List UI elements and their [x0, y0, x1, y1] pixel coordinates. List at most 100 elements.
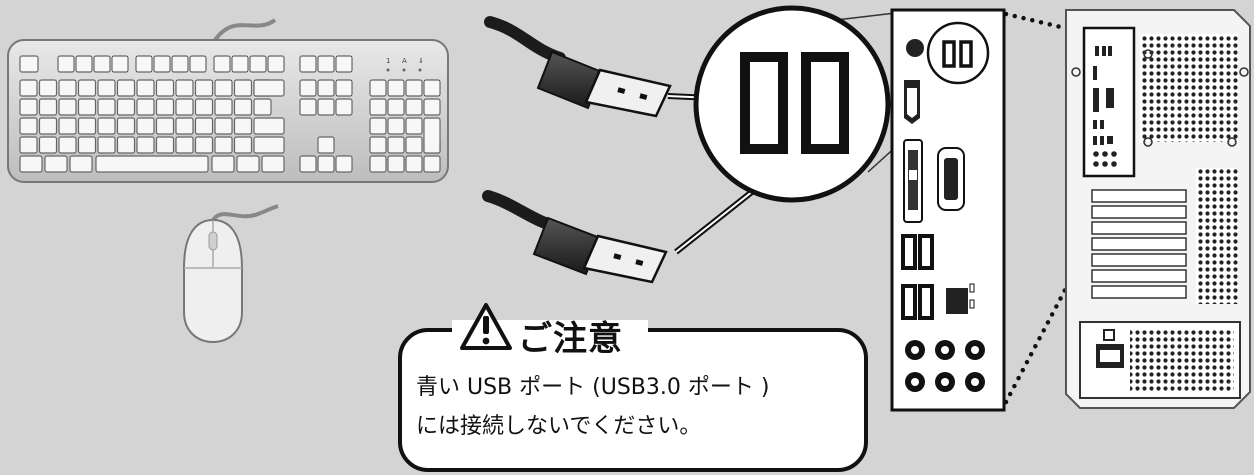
key	[155, 79, 175, 97]
keyboard-cable	[213, 18, 277, 42]
keyboard-keys	[19, 55, 441, 173]
key	[261, 155, 285, 173]
key	[405, 136, 423, 154]
key	[387, 79, 405, 97]
key	[299, 98, 317, 116]
key	[317, 136, 335, 154]
key	[153, 55, 171, 73]
key	[387, 98, 405, 116]
key	[44, 155, 68, 173]
key	[231, 55, 249, 73]
key	[171, 55, 189, 73]
keyboard-indicators: 1 A ⇓	[386, 57, 424, 72]
key	[236, 155, 260, 173]
notice-box	[398, 303, 868, 472]
mouse	[183, 204, 279, 344]
key	[423, 98, 441, 116]
key	[38, 136, 58, 154]
key	[19, 79, 38, 97]
key	[335, 98, 353, 116]
key	[405, 79, 423, 97]
key	[136, 98, 155, 116]
audio-ports	[905, 340, 985, 392]
key	[111, 55, 129, 73]
key	[405, 98, 423, 116]
key	[211, 155, 235, 173]
key	[19, 55, 39, 73]
key	[135, 55, 153, 73]
key	[58, 117, 77, 135]
key	[233, 79, 253, 97]
usb-plug-icon	[536, 50, 604, 110]
key	[214, 98, 233, 116]
usb-cable-top	[484, 16, 672, 118]
key	[253, 98, 272, 116]
key	[77, 117, 97, 135]
key	[116, 136, 136, 154]
key	[387, 136, 405, 154]
key	[38, 79, 58, 97]
key	[423, 155, 441, 173]
key	[19, 136, 38, 154]
warning-icon	[460, 303, 512, 350]
power-supply	[1079, 321, 1241, 399]
key	[299, 79, 317, 97]
key	[233, 136, 253, 154]
expansion-slots	[1091, 189, 1187, 299]
key	[58, 136, 77, 154]
key	[335, 79, 353, 97]
key	[335, 55, 353, 73]
key	[233, 117, 253, 135]
key	[97, 136, 116, 154]
key	[38, 117, 58, 135]
indicator-a: A	[402, 57, 407, 65]
notice-body: 青い USB ポート (USB3.0 ポート ) には接続しないでください。	[416, 368, 856, 446]
pc-tower-icon	[1065, 9, 1251, 409]
keyboard: 1 A ⇓	[7, 18, 449, 183]
key	[387, 155, 405, 173]
zoomed-usb-ports	[693, 5, 891, 203]
key	[19, 98, 38, 116]
key	[58, 79, 77, 97]
key	[189, 55, 207, 73]
key	[369, 79, 387, 97]
key	[77, 98, 97, 116]
notice-line-2: には接続しないでください。	[416, 414, 702, 439]
key	[267, 55, 285, 73]
key	[194, 117, 214, 135]
key	[95, 155, 209, 173]
key	[369, 155, 387, 173]
key	[155, 117, 175, 135]
key	[233, 98, 253, 116]
key	[136, 79, 155, 97]
ps2-port	[906, 39, 924, 57]
indicator-scroll: ⇓	[418, 57, 424, 65]
key	[97, 79, 116, 97]
key	[253, 136, 285, 154]
key	[175, 79, 194, 97]
key	[317, 55, 335, 73]
key	[77, 136, 97, 154]
usb-cable-bottom	[482, 190, 668, 284]
key	[77, 79, 97, 97]
lan-port	[946, 288, 968, 314]
key	[75, 55, 93, 73]
key	[423, 79, 441, 97]
key	[253, 79, 285, 97]
key	[317, 79, 335, 97]
key	[253, 117, 285, 135]
key	[116, 98, 136, 116]
key	[335, 155, 353, 173]
key	[93, 55, 111, 73]
key	[194, 98, 214, 116]
key	[299, 155, 317, 173]
key	[387, 117, 405, 135]
key	[214, 136, 233, 154]
key	[69, 155, 93, 173]
key	[19, 155, 43, 173]
key	[175, 136, 194, 154]
key	[38, 98, 58, 116]
usb-plug-icon	[532, 216, 602, 276]
